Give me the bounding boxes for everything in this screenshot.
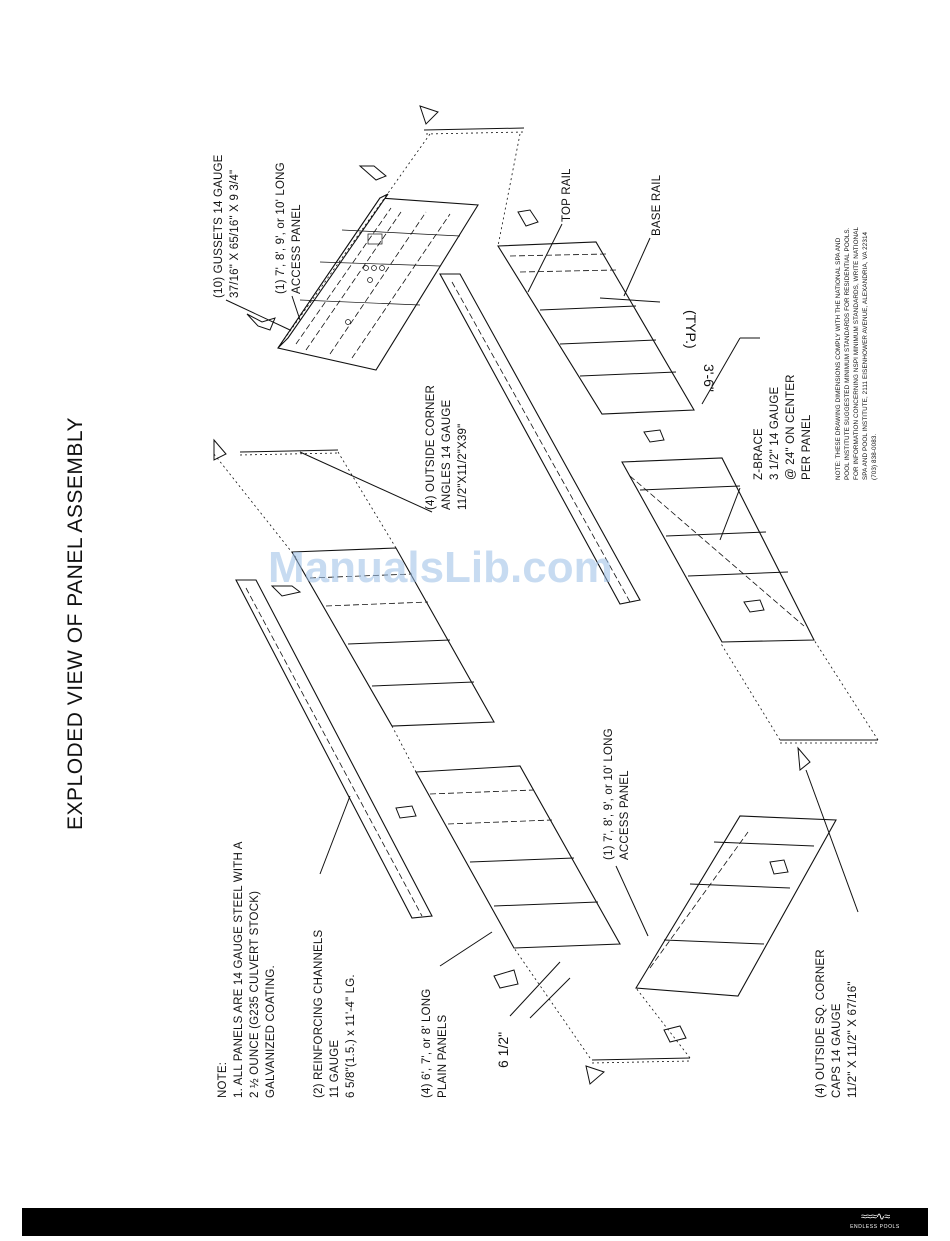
note-access-panel-lower: (1) 7', 8', 9', or 10' LONG ACCESS PANEL bbox=[603, 728, 631, 860]
svg-text:SPA AND POOL INSTITUTE, 2111 E: SPA AND POOL INSTITUTE, 2111 EISENHOWER … bbox=[862, 231, 869, 480]
note-gussets: (10) GUSSETS 14 GAUGE 37/16" X 65/16" X … bbox=[213, 154, 241, 298]
svg-text:2 ½ OUNCE (G235 CULVERT STOCK): 2 ½ OUNCE (G235 CULVERT STOCK) bbox=[249, 891, 261, 1098]
leader-lines bbox=[225, 223, 859, 1019]
footer-bar bbox=[22, 1208, 928, 1236]
svg-text:(4) 6', 7', or 8' LONG: (4) 6', 7', or 8' LONG bbox=[421, 989, 433, 1098]
dimension-flange: 6 1/2" bbox=[495, 1032, 511, 1068]
svg-text:@ 24" ON CENTER: @ 24" ON CENTER bbox=[785, 374, 797, 480]
svg-text:3 1/2" 14 GAUGE: 3 1/2" 14 GAUGE bbox=[769, 386, 781, 480]
svg-text:ACCESS PANEL: ACCESS PANEL bbox=[619, 770, 631, 860]
dimension-typ: (TYP.) bbox=[683, 310, 699, 349]
svg-text:POOL INSTITUTE SUGGESTED MINIM: POOL INSTITUTE SUGGESTED MINIMUM STANDAR… bbox=[844, 227, 851, 480]
svg-text:PLAIN PANELS: PLAIN PANELS bbox=[437, 1015, 449, 1098]
alignment-lines bbox=[213, 133, 879, 1059]
wave-logo-icon: ≈≈≈∿≈ bbox=[860, 1211, 890, 1223]
svg-text:ANGLES 14 GAUGE: ANGLES 14 GAUGE bbox=[441, 399, 453, 510]
note-general: NOTE: 1. ALL PANELS ARE 14 GAUGE STEEL W… bbox=[217, 841, 277, 1098]
note-corner-caps: (4) OUTSIDE SQ. CORNER CAPS 14 GAUGE 11/… bbox=[815, 949, 859, 1098]
note-reinforcing-channels: (2) REINFORCING CHANNELS 11 GAUGE 6 5/8"… bbox=[313, 929, 357, 1098]
label-top-rail: TOP RAIL bbox=[561, 168, 573, 222]
svg-text:GALVANIZED COATING.: GALVANIZED COATING. bbox=[265, 965, 277, 1098]
svg-text:NOTE: THESE DRAWING DIMENSIONS: NOTE: THESE DRAWING DIMENSIONS COMPLY WI… bbox=[835, 237, 842, 480]
compliance-note: NOTE: THESE DRAWING DIMENSIONS COMPLY WI… bbox=[835, 226, 878, 480]
access-panel-lower bbox=[585, 739, 878, 1085]
svg-text:(1) 7', 8', 9', or 10' LONG: (1) 7', 8', 9', or 10' LONG bbox=[603, 728, 615, 860]
note-access-panel-upper: (1) 7', 8', 9', or 10' LONG ACCESS PANEL bbox=[275, 162, 303, 294]
note-outside-corner-angles: (4) OUTSIDE CORNER ANGLES 14 GAUGE 11/2"… bbox=[425, 385, 469, 510]
z-brace-panel bbox=[621, 429, 815, 643]
svg-text:(10) GUSSETS 14 GAUGE: (10) GUSSETS 14 GAUGE bbox=[213, 154, 225, 298]
reinforcing-channel-upper bbox=[439, 273, 641, 605]
svg-text:Z-BRACE: Z-BRACE bbox=[753, 428, 765, 480]
brand-name: ENDLESS POOLS bbox=[850, 1224, 900, 1230]
svg-text:1. ALL PANELS ARE 14 GAUGE STE: 1. ALL PANELS ARE 14 GAUGE STEEL WITH A bbox=[233, 841, 245, 1098]
svg-text:11/2"X11/2"X39": 11/2"X11/2"X39" bbox=[457, 424, 469, 510]
svg-text:(2) REINFORCING CHANNELS: (2) REINFORCING CHANNELS bbox=[313, 929, 325, 1098]
plain-panel-lower bbox=[395, 765, 621, 989]
svg-text:6 5/8"(1.5.) x 11'-4" LG.: 6 5/8"(1.5.) x 11'-4" LG. bbox=[345, 974, 357, 1098]
svg-text:(1) 7', 8', 9', or 10' LONG: (1) 7', 8', 9', or 10' LONG bbox=[275, 162, 287, 294]
dimension-height: 3'-6" bbox=[701, 364, 717, 392]
svg-text:NOTE:: NOTE: bbox=[217, 1062, 229, 1098]
note-plain-panels: (4) 6', 7', or 8' LONG PLAIN PANELS bbox=[421, 989, 449, 1098]
plain-panel-middle bbox=[270, 547, 495, 727]
svg-text:CAPS 14 GAUGE: CAPS 14 GAUGE bbox=[831, 1003, 843, 1098]
top-rail-panel bbox=[497, 209, 695, 415]
svg-text:(4) OUTSIDE SQ. CORNER: (4) OUTSIDE SQ. CORNER bbox=[815, 949, 827, 1098]
svg-text:11 GAUGE: 11 GAUGE bbox=[329, 1040, 341, 1098]
svg-text:FOR INFORMATION CONCERNING NSP: FOR INFORMATION CONCERNING NSPI MINIMUM … bbox=[853, 226, 860, 480]
reinforcing-channel-lower bbox=[235, 579, 433, 919]
svg-text:(4) OUTSIDE CORNER: (4) OUTSIDE CORNER bbox=[425, 385, 437, 510]
drawing-title: EXPLODED VIEW OF PANEL ASSEMBLY bbox=[64, 417, 87, 830]
gusset-parts-upper bbox=[213, 105, 525, 461]
svg-text:11/2" X 11/2" X 67/16": 11/2" X 11/2" X 67/16" bbox=[847, 981, 859, 1098]
watermark: ManualsLib.com bbox=[268, 543, 613, 592]
svg-text:37/16" X 65/16" X 9 3/4": 37/16" X 65/16" X 9 3/4" bbox=[229, 170, 241, 298]
svg-text:(703) 838-0083.: (703) 838-0083. bbox=[871, 434, 878, 480]
svg-text:ACCESS PANEL: ACCESS PANEL bbox=[291, 204, 303, 294]
label-base-rail: BASE RAIL bbox=[651, 174, 663, 236]
brand-logo: ≈≈≈∿≈ ENDLESS POOLS bbox=[830, 1211, 920, 1235]
note-z-brace: Z-BRACE 3 1/2" 14 GAUGE @ 24" ON CENTER … bbox=[753, 374, 813, 480]
svg-text:PER PANEL: PER PANEL bbox=[801, 414, 813, 480]
